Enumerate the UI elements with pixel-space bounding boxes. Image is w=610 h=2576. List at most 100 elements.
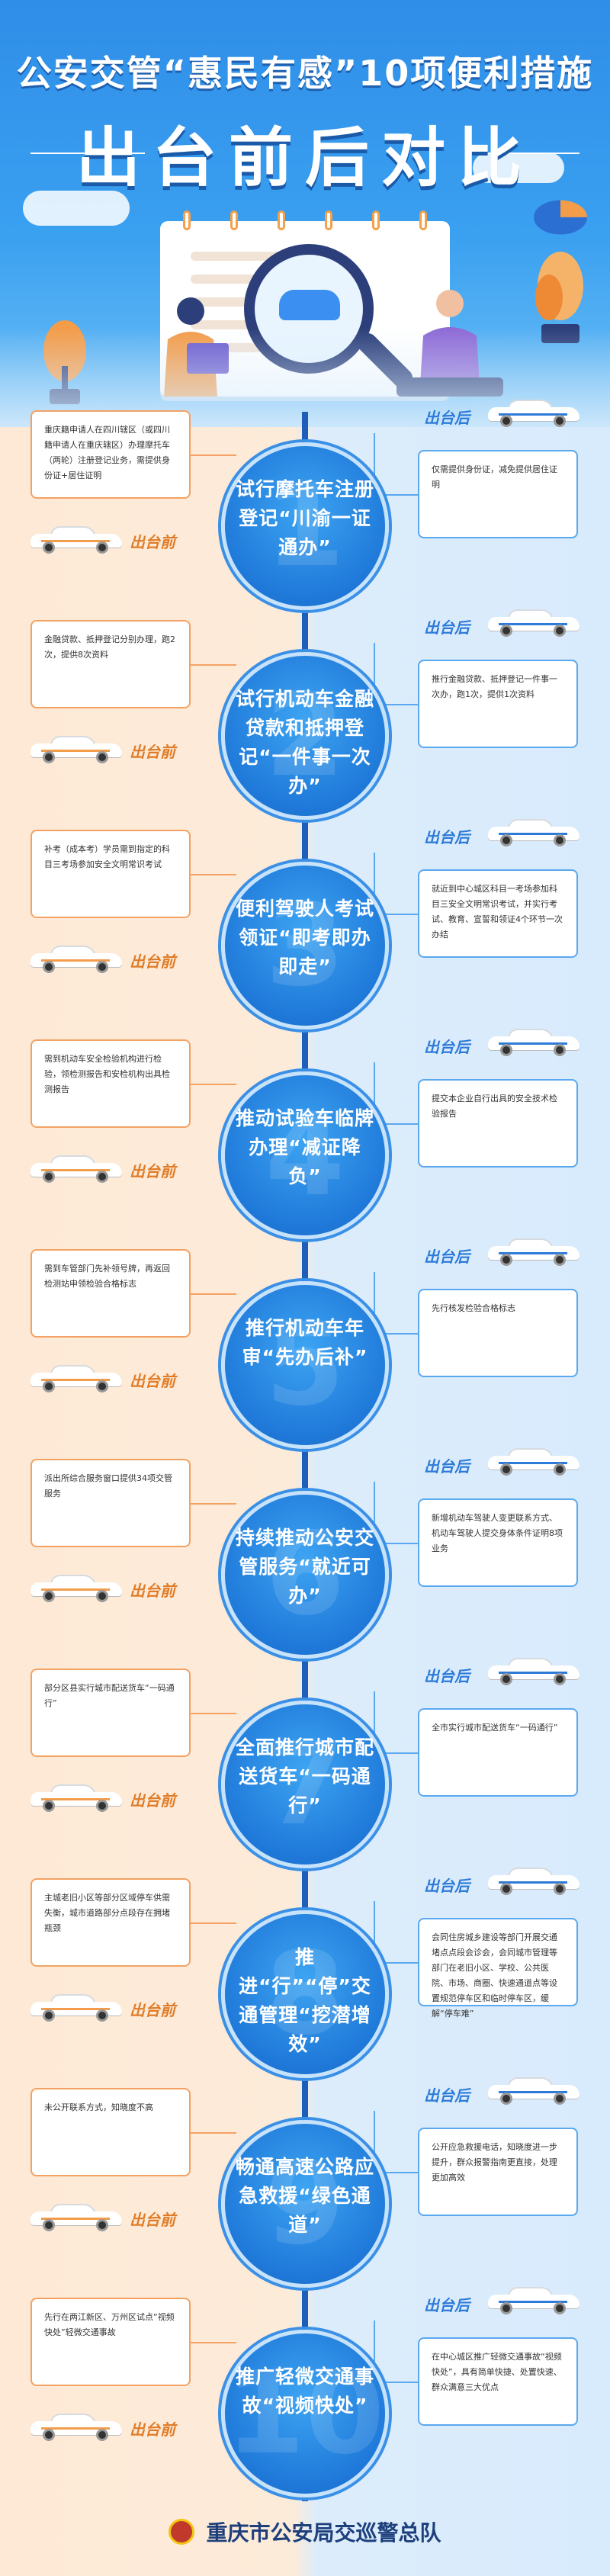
- before-description-box: 需到车管部门先补领号牌，再返回检测站申领检验合格标志: [30, 1249, 191, 1338]
- measure-circle: 9 畅通高速公路应急救援“绿色通道”: [221, 2120, 389, 2288]
- car-icon: [488, 609, 580, 637]
- measure-row: 部分区县实行城市配送货车“一码通行” 出台前 出台后 全市实行城市配送货车“一码…: [0, 1655, 610, 1868]
- measure-row: 重庆籍申请人在四川辖区（或四川籍申请人在重庆辖区）办理摩托车（两轮）注册登记业务…: [0, 397, 610, 610]
- before-text: 未公开联系方式，知晓度不高: [44, 2102, 153, 2112]
- connector-line: [191, 1713, 236, 1714]
- before-text: 先行在两江新区、万州区试点“视频快处”轻微交通事故: [44, 2312, 175, 2337]
- before-label: 出台前: [130, 1582, 175, 1600]
- measure-row: 派出所综合服务窗口提供34项交管服务 出台前 出台后 新增机动车驾驶人变更联系方…: [0, 1445, 610, 1659]
- connector-line: [374, 494, 418, 496]
- connector-line: [191, 2342, 236, 2343]
- cloud-decoration: [473, 153, 564, 183]
- measure-row: 金融贷款、抵押登记分别办理，跑2次，提供8次资料 出台前 出台后 推行金融贷款、…: [0, 606, 610, 820]
- timeline-axis: [302, 412, 308, 2501]
- connector-line: [374, 433, 375, 494]
- measure-circle: 6 持续推动公安交管服务“就近可办”: [221, 1491, 389, 1659]
- after-text: 公开应急救援电话，知晓度进一步提升，群众报警指南更直接，处理更加高效: [432, 2142, 557, 2183]
- car-icon: [488, 400, 580, 427]
- before-label: 出台前: [130, 2211, 175, 2229]
- before-label: 出台前: [130, 952, 175, 971]
- after-text: 推行金融贷款、抵押登记一件事一次办，跑1次，提供1次资料: [432, 674, 557, 699]
- before-label: 出台前: [130, 2001, 175, 2019]
- cloud-decoration: [23, 191, 130, 226]
- measure-row: 补考（成本考）学员需到指定的科目三考场参加安全文明常识考试 出台前 出台后 就近…: [0, 816, 610, 1029]
- measure-row: 主城老旧小区等部分区域停车供需失衡，城市道路部分点段存在拥堵瓶颈 出台前 出台后…: [0, 1865, 610, 2078]
- car-icon: [30, 526, 122, 554]
- after-label: 出台后: [424, 1038, 470, 1056]
- measure-number: 4: [265, 1089, 345, 1222]
- measure-title: 持续推动公安交管服务“就近可办”: [235, 1527, 374, 1607]
- before-text: 需到车管部门先补领号牌，再返回检测站申领检验合格标志: [44, 1264, 170, 1289]
- measure-title: 畅通高速公路应急救援“绿色通道”: [235, 2156, 374, 2236]
- before-label: 出台前: [130, 533, 175, 551]
- measure-number: 10: [225, 2347, 385, 2480]
- connector-line: [191, 1503, 236, 1505]
- before-label: 出台前: [130, 1791, 175, 1810]
- measure-title: 便利驾驶人考试领证“即考即办即走”: [235, 898, 374, 978]
- car-icon: [279, 290, 340, 320]
- connector-line: [374, 2382, 418, 2383]
- before-description-box: 补考（成本考）学员需到指定的科目三考场参加安全文明常识考试: [30, 830, 191, 918]
- after-description-box: 先行核发检验合格标志: [418, 1289, 578, 1377]
- connector-line: [374, 1901, 375, 1962]
- measure-title: 推行机动车年审“先办后补”: [242, 1317, 368, 1368]
- measure-row: 需到机动车安全检验机构进行检验，领检测报告和安检机构出具检测报告 出台前 出台后…: [0, 1026, 610, 1239]
- before-description-box: 先行在两江新区、万州区试点“视频快处”轻微交通事故: [30, 2298, 191, 2386]
- after-description-box: 全市实行城市配送货车“一码通行”: [418, 1708, 578, 1797]
- after-text: 提交本企业自行出具的安全技术检验报告: [432, 1094, 557, 1119]
- plant-icon: [43, 320, 86, 404]
- connector-line: [374, 1752, 418, 1754]
- before-label: 出台前: [130, 743, 175, 761]
- connector-line: [374, 704, 418, 705]
- measure-number: 6: [265, 1508, 345, 1641]
- before-description-box: 部分区县实行城市配送货车“一码通行”: [30, 1669, 191, 1757]
- after-text: 就近到中心城区科目一考场参加科目三安全文明常识考试，并实行考试、教育、宣誓和领证…: [432, 884, 563, 940]
- measure-circle: 4 推动试验车临牌办理“减证降负”: [221, 1071, 389, 1239]
- car-icon: [488, 1029, 580, 1056]
- after-label: 出台后: [424, 1457, 470, 1476]
- police-badge-icon: [169, 2519, 195, 2545]
- measure-title: 试行摩托车注册登记“川渝一证通办”: [235, 478, 374, 558]
- before-label: 出台前: [130, 1162, 175, 1180]
- measure-number: 8: [265, 1928, 345, 2060]
- connector-line: [374, 914, 418, 915]
- measure-circle: 3 便利驾驶人考试领证“即考即办即走”: [221, 862, 389, 1029]
- title-divider-right: [465, 153, 580, 154]
- after-label: 出台后: [424, 2296, 470, 2314]
- measure-circle: 10 推广轻微交通事故“视频快处”: [221, 2330, 389, 2497]
- car-icon: [30, 2414, 122, 2441]
- measure-title: 全面推行城市配送货车“一码通行”: [235, 1736, 374, 1816]
- before-text: 主城老旧小区等部分区域停车供需失衡，城市道路部分点段存在拥堵瓶颈: [44, 1893, 170, 1933]
- connector-line: [374, 2172, 418, 2173]
- before-label: 出台前: [130, 2420, 175, 2439]
- car-icon: [488, 1658, 580, 1685]
- after-description-box: 会同住房城乡建设等部门开展交通堵点点段会诊会，会同城市管理等部门在老旧小区、学校…: [418, 1918, 578, 2019]
- measure-title: 推广轻微交通事故“视频快处”: [235, 2366, 374, 2417]
- header-title: 公安交管“惠民有感”10项便利措施: [16, 53, 594, 94]
- measure-row: 未公开联系方式，知晓度不高 出台前 出台后 公开应急救援电话，知晓度进一步提升，…: [0, 2074, 610, 2288]
- connector-line: [374, 1543, 418, 1544]
- car-icon: [30, 1155, 122, 1183]
- connector-line: [374, 643, 375, 704]
- measure-circle: 8 推进“行”“停”交通管理“挖潜增效”: [221, 1910, 389, 2078]
- car-icon: [488, 2287, 580, 2314]
- car-icon: [488, 1868, 580, 1895]
- car-icon: [488, 1238, 580, 1266]
- connector-line: [374, 1272, 375, 1333]
- after-description-box: 推行金融贷款、抵押登记一件事一次办，跑1次，提供1次资料: [418, 660, 578, 748]
- before-description-box: 金融贷款、抵押登记分别办理，跑2次，提供8次资料: [30, 620, 191, 708]
- measure-title: 推动试验车临牌办理“减证降负”: [235, 1107, 374, 1187]
- after-text: 先行核发检验合格标志: [432, 1303, 515, 1313]
- magnifier-handle: [353, 329, 417, 393]
- car-icon: [30, 736, 122, 763]
- before-label: 出台前: [130, 1372, 175, 1390]
- after-description-box: 在中心城区推广轻微交通事故“视频快处”，具有简单快捷、处置快速、群众满意三大优点: [418, 2337, 578, 2426]
- connector-line: [374, 1123, 418, 1125]
- footer-organization: 重庆市公安局交巡警总队: [206, 2520, 441, 2545]
- connector-line: [374, 1333, 418, 1335]
- connector-line: [374, 1062, 375, 1123]
- after-label: 出台后: [424, 618, 470, 637]
- measure-row: 先行在两江新区、万州区试点“视频快处”轻微交通事故 出台前 出台后 在中心城区推…: [0, 2284, 610, 2497]
- car-icon: [30, 2204, 122, 2231]
- car-icon: [30, 946, 122, 973]
